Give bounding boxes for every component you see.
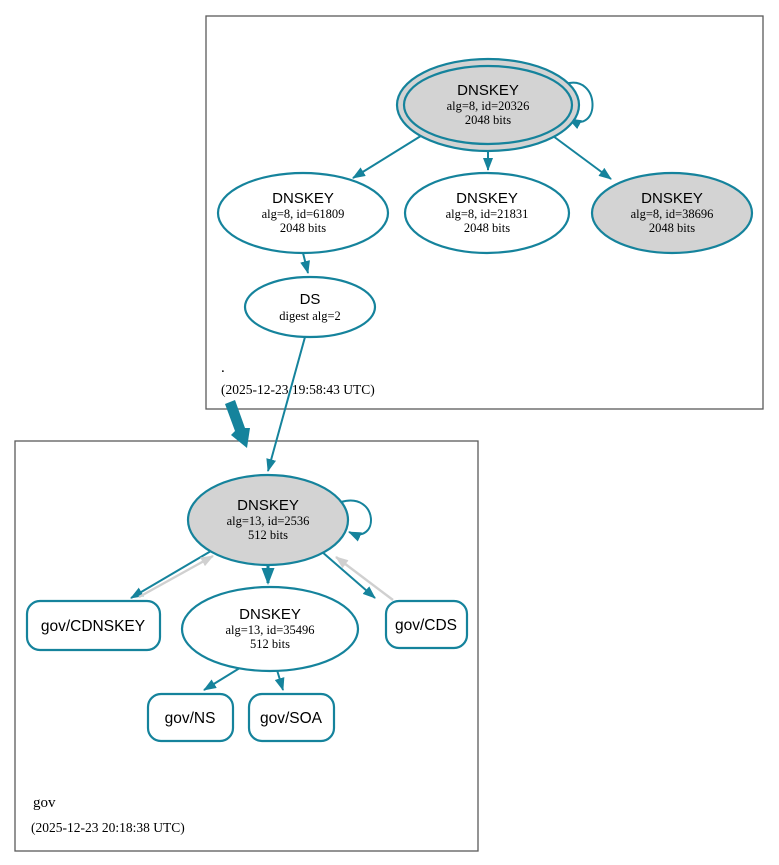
gov-cdnskey-rect[interactable]	[25, 599, 162, 652]
root-key-38696-bits: 2048 bits	[649, 221, 695, 235]
node-root-key-21831-dnskey[interactable]: DNSKEY alg=8, id=21831 2048 bits	[403, 171, 571, 255]
edge-root-ksk-self-sign	[564, 81, 594, 130]
gov-ns-label: gov/NS	[165, 710, 216, 727]
root-ds-title: DS	[300, 291, 321, 308]
node-root-key-38696-dnskey[interactable]: DNSKEY alg=8, id=38696 2048 bits	[590, 171, 754, 255]
edge-cds-to-gov-ksk	[335, 556, 394, 601]
node-gov-cdnskey-rrset[interactable]: gov/CDNSKEY	[25, 599, 162, 652]
root-zsk-title: DNSKEY	[272, 190, 334, 207]
root-ksk-outer-ellipse[interactable]	[395, 57, 581, 153]
edge-root-ksk-to-zsk	[352, 133, 425, 179]
zone-box-root	[205, 15, 764, 410]
edge-root-zsk-to-ds	[300, 252, 310, 274]
edge-root-ksk-to-key-38696	[552, 135, 612, 180]
edge-cdnskey-to-gov-ksk	[138, 554, 214, 599]
gov-ksk-ellipse[interactable]	[186, 473, 350, 567]
root-key-38696-ellipse[interactable]	[590, 171, 754, 255]
node-gov-soa-rrset[interactable]: gov/SOA	[247, 692, 336, 743]
root-zsk-bits: 2048 bits	[280, 221, 326, 235]
gov-zone-timestamp: (2025-12-23 20:18:38 UTC)	[31, 820, 185, 835]
root-zsk-ellipse[interactable]	[216, 171, 390, 255]
edge-gov-ksk-self-sign	[340, 499, 372, 542]
root-ds-ellipse[interactable]	[243, 275, 377, 339]
root-ksk-title: DNSKEY	[457, 82, 519, 99]
root-key-21831-bits: 2048 bits	[464, 221, 510, 235]
root-ksk-inner-ellipse	[402, 64, 574, 146]
edge-ds-to-gov-ksk	[266, 336, 306, 472]
edge-gov-ksk-to-cdnskey	[130, 550, 212, 599]
edge-gov-zsk-to-soa	[274, 669, 285, 691]
gov-ksk-title: DNSKEY	[237, 497, 299, 514]
gov-zsk-bits: 512 bits	[250, 637, 290, 651]
edge-gov-zsk-to-ns	[203, 665, 244, 691]
gov-soa-label: gov/SOA	[260, 710, 323, 727]
gov-zsk-title: DNSKEY	[239, 606, 301, 623]
root-key-38696-title: DNSKEY	[641, 190, 703, 207]
node-root-zsk-dnskey[interactable]: DNSKEY alg=8, id=61809 2048 bits	[216, 171, 390, 255]
edge-gov-ksk-to-cds	[320, 550, 376, 599]
gov-cds-label: gov/CDS	[395, 617, 457, 634]
root-ksk-bits: 2048 bits	[465, 113, 511, 127]
node-root-ds[interactable]: DS digest alg=2	[243, 275, 377, 339]
node-gov-ksk-dnskey[interactable]: DNSKEY alg=13, id=2536 512 bits	[186, 473, 350, 567]
gov-cds-rect[interactable]	[384, 599, 469, 650]
delegation-arrow-root-to-gov	[225, 400, 250, 448]
root-zone-name: .	[221, 360, 225, 376]
root-key-21831-title: DNSKEY	[456, 190, 518, 207]
gov-zsk-ellipse[interactable]	[180, 585, 360, 673]
root-zone-timestamp: (2025-12-23 19:58:43 UTC)	[221, 382, 375, 397]
root-zsk-attrs: alg=8, id=61809	[262, 207, 345, 221]
root-key-21831-ellipse[interactable]	[403, 171, 571, 255]
root-ds-attrs: digest alg=2	[279, 309, 341, 323]
node-gov-cds-rrset[interactable]: gov/CDS	[384, 599, 469, 650]
gov-ksk-attrs: alg=13, id=2536	[227, 514, 310, 528]
node-gov-zsk-dnskey[interactable]: DNSKEY alg=13, id=35496 512 bits	[180, 585, 360, 673]
gov-ns-rect[interactable]	[146, 692, 235, 743]
node-gov-ns-rrset[interactable]: gov/NS	[146, 692, 235, 743]
node-root-ksk-dnskey[interactable]: DNSKEY alg=8, id=20326 2048 bits	[395, 57, 581, 153]
gov-soa-rect[interactable]	[247, 692, 336, 743]
gov-ksk-bits: 512 bits	[248, 528, 288, 542]
gov-cdnskey-label: gov/CDNSKEY	[41, 618, 145, 635]
root-key-21831-attrs: alg=8, id=21831	[446, 207, 529, 221]
gov-zsk-attrs: alg=13, id=35496	[225, 623, 314, 637]
root-key-38696-attrs: alg=8, id=38696	[631, 207, 714, 221]
gov-zone-name: gov	[33, 795, 56, 811]
root-ksk-attrs: alg=8, id=20326	[447, 99, 530, 113]
